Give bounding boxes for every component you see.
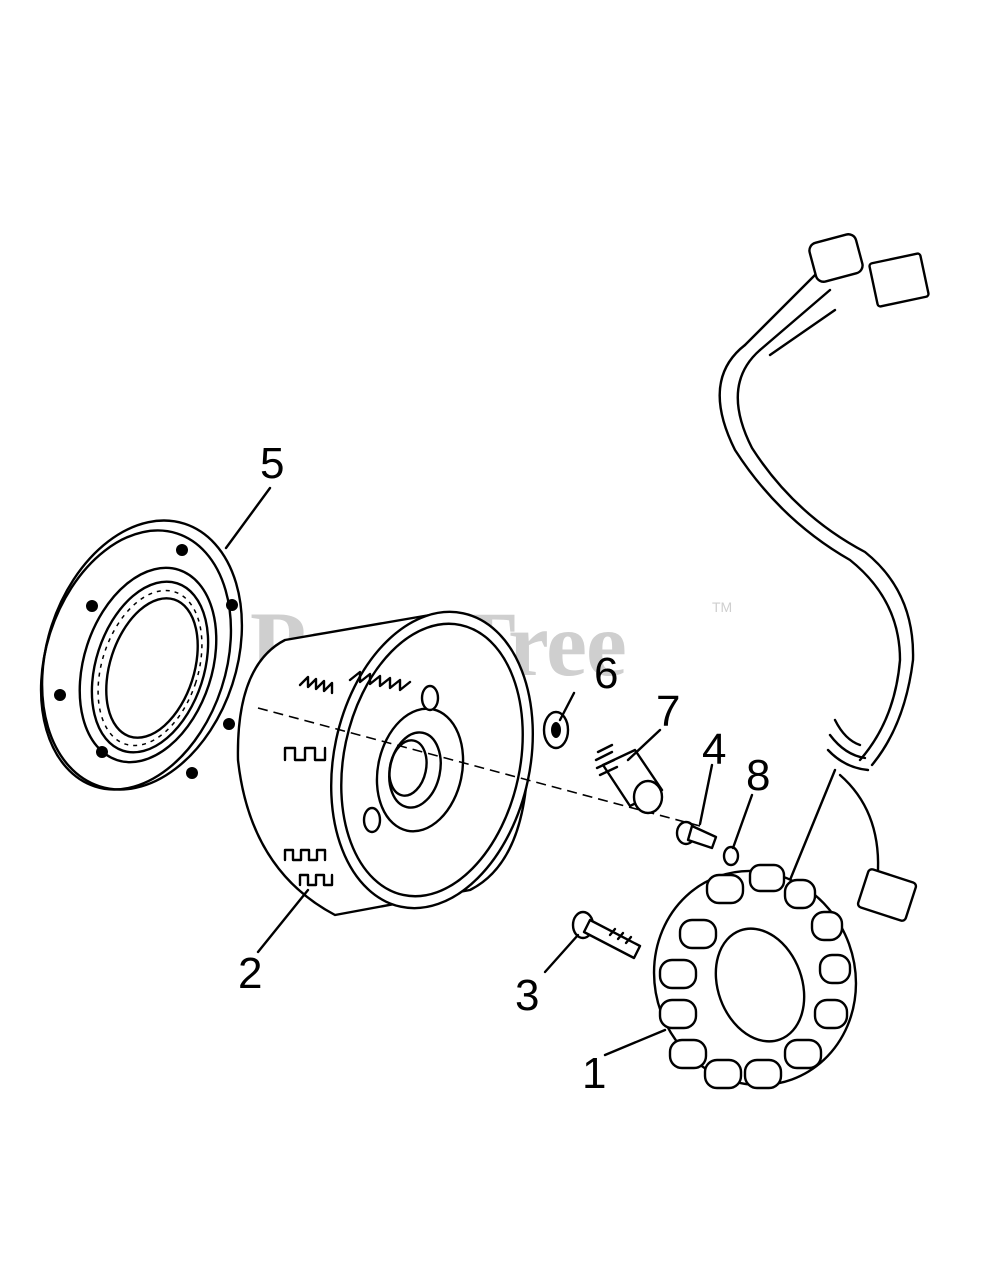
leader-5 <box>224 486 272 550</box>
part-3-bolt[interactable] <box>571 910 642 960</box>
part-6-washer[interactable] <box>542 710 570 750</box>
callout-labels: 5 2 6 7 4 8 3 1 <box>238 439 770 1098</box>
callout-3[interactable]: 3 <box>515 971 539 1020</box>
part-2-flywheel[interactable] <box>236 593 701 927</box>
leader-3 <box>543 933 580 974</box>
part-7-bolt[interactable] <box>594 743 664 815</box>
leader-6 <box>558 691 576 722</box>
watermark-trademark: TM <box>712 599 732 615</box>
part-8-washer[interactable] <box>722 845 740 867</box>
leader-8 <box>731 793 754 850</box>
callout-5[interactable]: 5 <box>260 439 284 488</box>
part-1-stator[interactable] <box>624 232 930 1113</box>
callout-6[interactable]: 6 <box>594 649 618 698</box>
leader-1 <box>603 1028 667 1057</box>
callout-4[interactable]: 4 <box>702 725 726 774</box>
part-5-starter-clutch[interactable] <box>9 494 275 815</box>
leader-2 <box>256 888 310 954</box>
callout-1[interactable]: 1 <box>582 1049 606 1098</box>
part-4-bolt[interactable] <box>675 820 718 850</box>
callout-8[interactable]: 8 <box>746 751 770 800</box>
leader-lines <box>224 486 754 1057</box>
callout-2[interactable]: 2 <box>238 949 262 998</box>
callout-7[interactable]: 7 <box>656 687 680 736</box>
leader-4 <box>698 763 714 826</box>
leader-7 <box>626 728 662 762</box>
